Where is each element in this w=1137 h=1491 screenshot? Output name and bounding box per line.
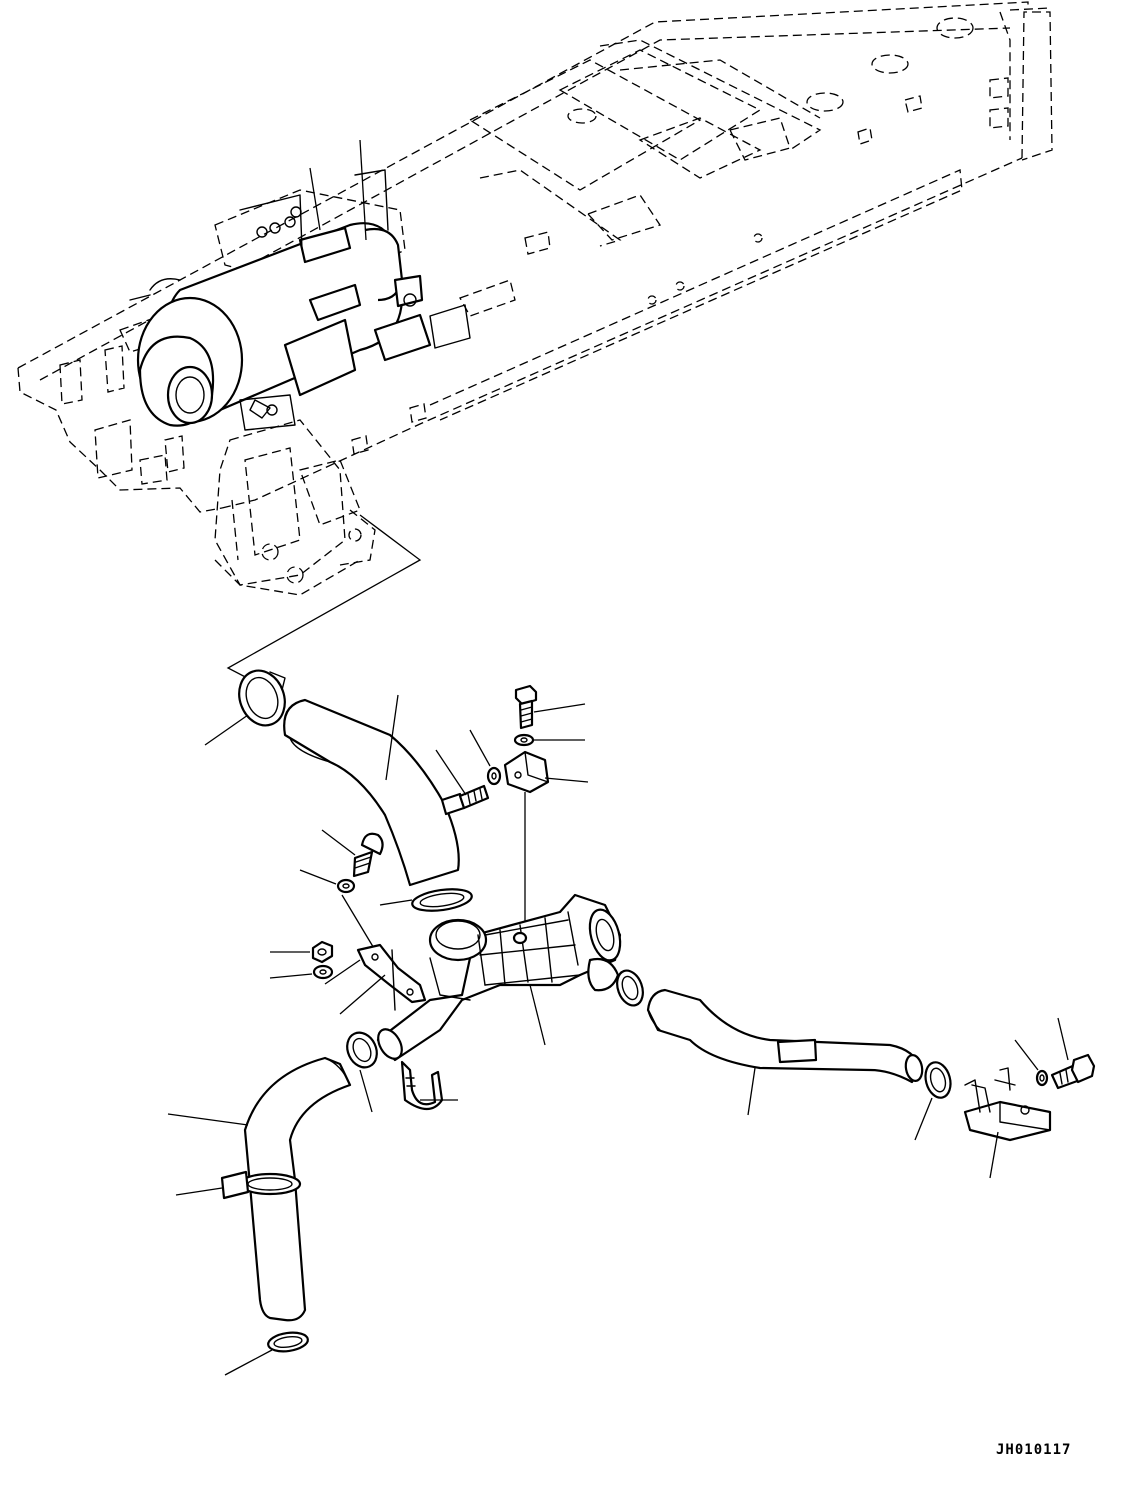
stay-1 [339, 943, 427, 1015]
connector-pipe [376, 893, 622, 1062]
leader-lines-top [309, 139, 367, 241]
frame-support [214, 419, 376, 596]
bolt-2 [435, 749, 490, 816]
intake-hose-long [646, 988, 924, 1116]
washer-3 [299, 869, 356, 894]
hose-clamp-3 [616, 969, 644, 1007]
washer-5 [1014, 1039, 1049, 1087]
intake-hose-upper [283, 694, 460, 887]
intake-hose-lower [167, 1056, 352, 1322]
drawing-code: JH010117 [996, 1442, 1072, 1458]
washer-2 [469, 729, 502, 786]
hose-clamp-5 [224, 1331, 309, 1376]
leader-stay [324, 959, 361, 985]
washer-4 [269, 964, 334, 980]
bolt-3 [321, 829, 384, 878]
washer-1 [513, 733, 585, 747]
mounting-bracket [963, 1067, 1052, 1179]
leader-washer-stay [341, 894, 379, 956]
bracket-1 [503, 750, 589, 794]
hose-clamp-1 [204, 669, 286, 746]
nut-1 [270, 940, 334, 964]
bolt-4 [1050, 1017, 1096, 1090]
bolt-1 [514, 684, 586, 730]
hose-clamp-2 [379, 888, 473, 912]
u-bolt [400, 1060, 458, 1111]
air-cleaner [129, 169, 471, 431]
hose-clamp-4 [346, 1031, 378, 1113]
machine-frame [17, 1, 1053, 683]
hose-clamp-6 [914, 1061, 952, 1141]
